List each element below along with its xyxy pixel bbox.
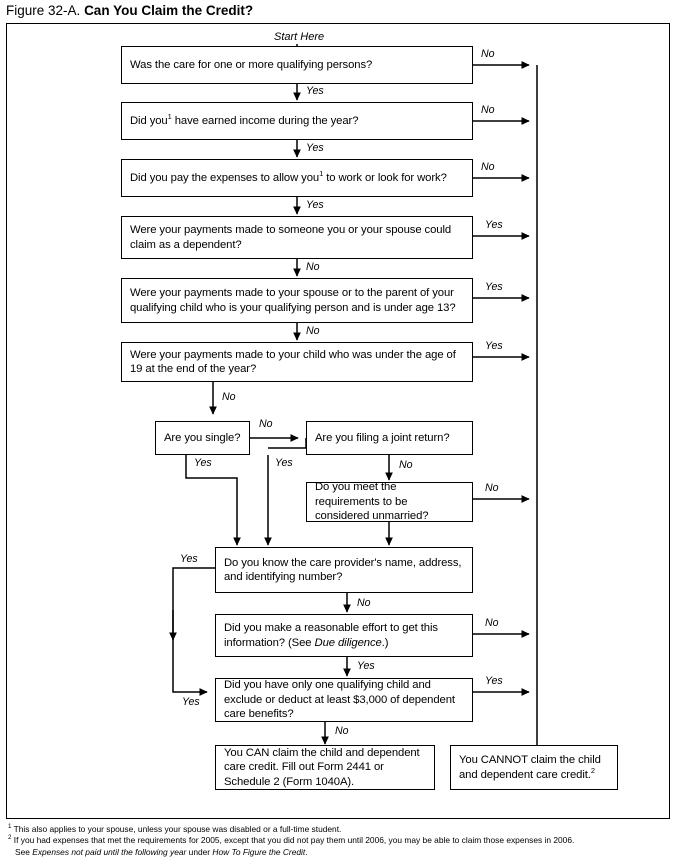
edge-label-q1-yes: Yes — [306, 85, 324, 97]
start-here-label: Start Here — [274, 31, 325, 43]
footnote-1: 1 This also applies to your spouse, unle… — [8, 824, 670, 835]
edge-label-q8-no: No — [399, 459, 413, 471]
edge-label-q12-yes: Yes — [485, 675, 503, 687]
decision-q7[interactable]: Are you single? — [155, 421, 250, 455]
edge-label-q7-yes: Yes — [194, 457, 212, 469]
decision-q5[interactable]: Were your payments made to your spouse o… — [121, 278, 473, 323]
decision-q12-text: Did you have only one qualifying child a… — [224, 679, 455, 721]
q11-part-a: Did you make a reasonable effort to get … — [224, 622, 438, 649]
decision-q8-text: Are you filing a joint return? — [315, 431, 450, 444]
decision-q11[interactable]: Did you make a reasonable effort to get … — [215, 614, 473, 657]
edge-label-q2-no: No — [481, 104, 495, 116]
cannot-text: You CANNOT claim the child and dependent… — [459, 754, 601, 781]
footnote-2-continued: See Expenses not paid until the followin… — [8, 847, 670, 858]
edge-label-q11-yes: Yes — [357, 660, 375, 672]
decision-q3[interactable]: Did you pay the expenses to allow you1 t… — [121, 159, 473, 197]
edge-label-q5-no: No — [306, 325, 320, 337]
decision-q1[interactable]: Was the care for one or more qualifying … — [121, 46, 473, 84]
edge-label-q4-no: No — [306, 261, 320, 273]
decision-q6[interactable]: Were your payments made to your child wh… — [121, 342, 473, 382]
decision-q2-text: Did you1 have earned income during the y… — [130, 111, 359, 127]
edge-label-q1-no: No — [481, 48, 495, 60]
footnotes: 1 This also applies to your spouse, unle… — [8, 824, 670, 858]
decision-q11-text: Did you make a reasonable effort to get … — [224, 621, 464, 650]
edge-label-q12-no: No — [335, 725, 349, 737]
edge-label-q8-yes: Yes — [275, 457, 293, 469]
page-title: Figure 32-A. Can You Claim the Credit? — [6, 3, 253, 19]
footnote-2-text: If you had expenses that met the require… — [11, 835, 575, 846]
edge-label-q3-no: No — [481, 161, 495, 173]
decision-q10[interactable]: Do you know the care provider's name, ad… — [215, 547, 473, 593]
result-cannot-claim[interactable]: You CANNOT claim the child and dependent… — [450, 745, 618, 790]
footnote-3-c: . — [305, 846, 308, 857]
cannot-footnote-ref: 2 — [590, 765, 595, 775]
edge-label-q5-yes: Yes — [485, 281, 503, 293]
decision-q3-text: Did you pay the expenses to allow you1 t… — [130, 168, 447, 184]
footnote-3-a: See — [15, 846, 33, 857]
decision-q8[interactable]: Are you filing a joint return? — [306, 421, 473, 455]
edge-label-q10-no: No — [357, 597, 371, 609]
decision-q9[interactable]: Do you meet the requirements to be consi… — [306, 481, 473, 523]
edge-label-q7-no: No — [259, 418, 273, 430]
decision-q9-text: Do you meet the requirements to be consi… — [315, 481, 429, 523]
decision-q2[interactable]: Did you1 have earned income during the y… — [121, 102, 473, 140]
q11-part-b: .) — [381, 636, 389, 649]
decision-q12[interactable]: Did you have only one qualifying child a… — [215, 678, 473, 722]
decision-q6-text: Were your payments made to your child wh… — [130, 348, 456, 376]
footnote-2: 2 If you had expenses that met the requi… — [8, 835, 670, 846]
edge-label-q4-yes: Yes — [485, 219, 503, 231]
footnote-2-marker: 2 — [8, 834, 12, 842]
figure-number: Figure 32-A. — [6, 3, 81, 18]
decision-q10-text: Do you know the care provider's name, ad… — [224, 556, 462, 584]
decision-q4[interactable]: Were your payments made to someone you o… — [121, 216, 473, 259]
edge-label-q6-yes: Yes — [485, 340, 503, 352]
footnote-1-marker: 1 — [8, 823, 12, 831]
edge-label-q10-yes: Yes — [180, 553, 198, 565]
figure-name: Can You Claim the Credit? — [84, 3, 254, 18]
edge-label-q2-yes: Yes — [306, 142, 324, 154]
footnote-1-text: This also applies to your spouse, unless… — [11, 824, 342, 834]
result-can-claim-text: You CAN claim the child and dependent ca… — [224, 746, 420, 788]
edge-label-q12-yes-in: Yes — [182, 696, 200, 708]
footnote-3-b: under — [186, 846, 213, 857]
edge-label-q11-no: No — [485, 617, 499, 629]
edge-label-q9-no: No — [485, 482, 499, 494]
due-diligence-reference: Due diligence — [314, 636, 382, 649]
result-cannot-claim-text: You CANNOT claim the child and dependent… — [459, 753, 609, 782]
decision-q1-text: Was the care for one or more qualifying … — [130, 58, 373, 71]
decision-q7-text: Are you single? — [164, 431, 241, 444]
edge-label-q3-yes: Yes — [306, 199, 324, 211]
edge-label-q6-no: No — [222, 391, 236, 403]
footnote-ref-howto: How To Figure the Credit — [212, 846, 306, 857]
decision-q4-text: Were your payments made to someone you o… — [130, 224, 452, 251]
footnote-ref-expenses: Expenses not paid until the following ye… — [32, 846, 187, 857]
result-can-claim[interactable]: You CAN claim the child and dependent ca… — [215, 745, 435, 790]
decision-q5-text: Were your payments made to your spouse o… — [130, 287, 456, 314]
